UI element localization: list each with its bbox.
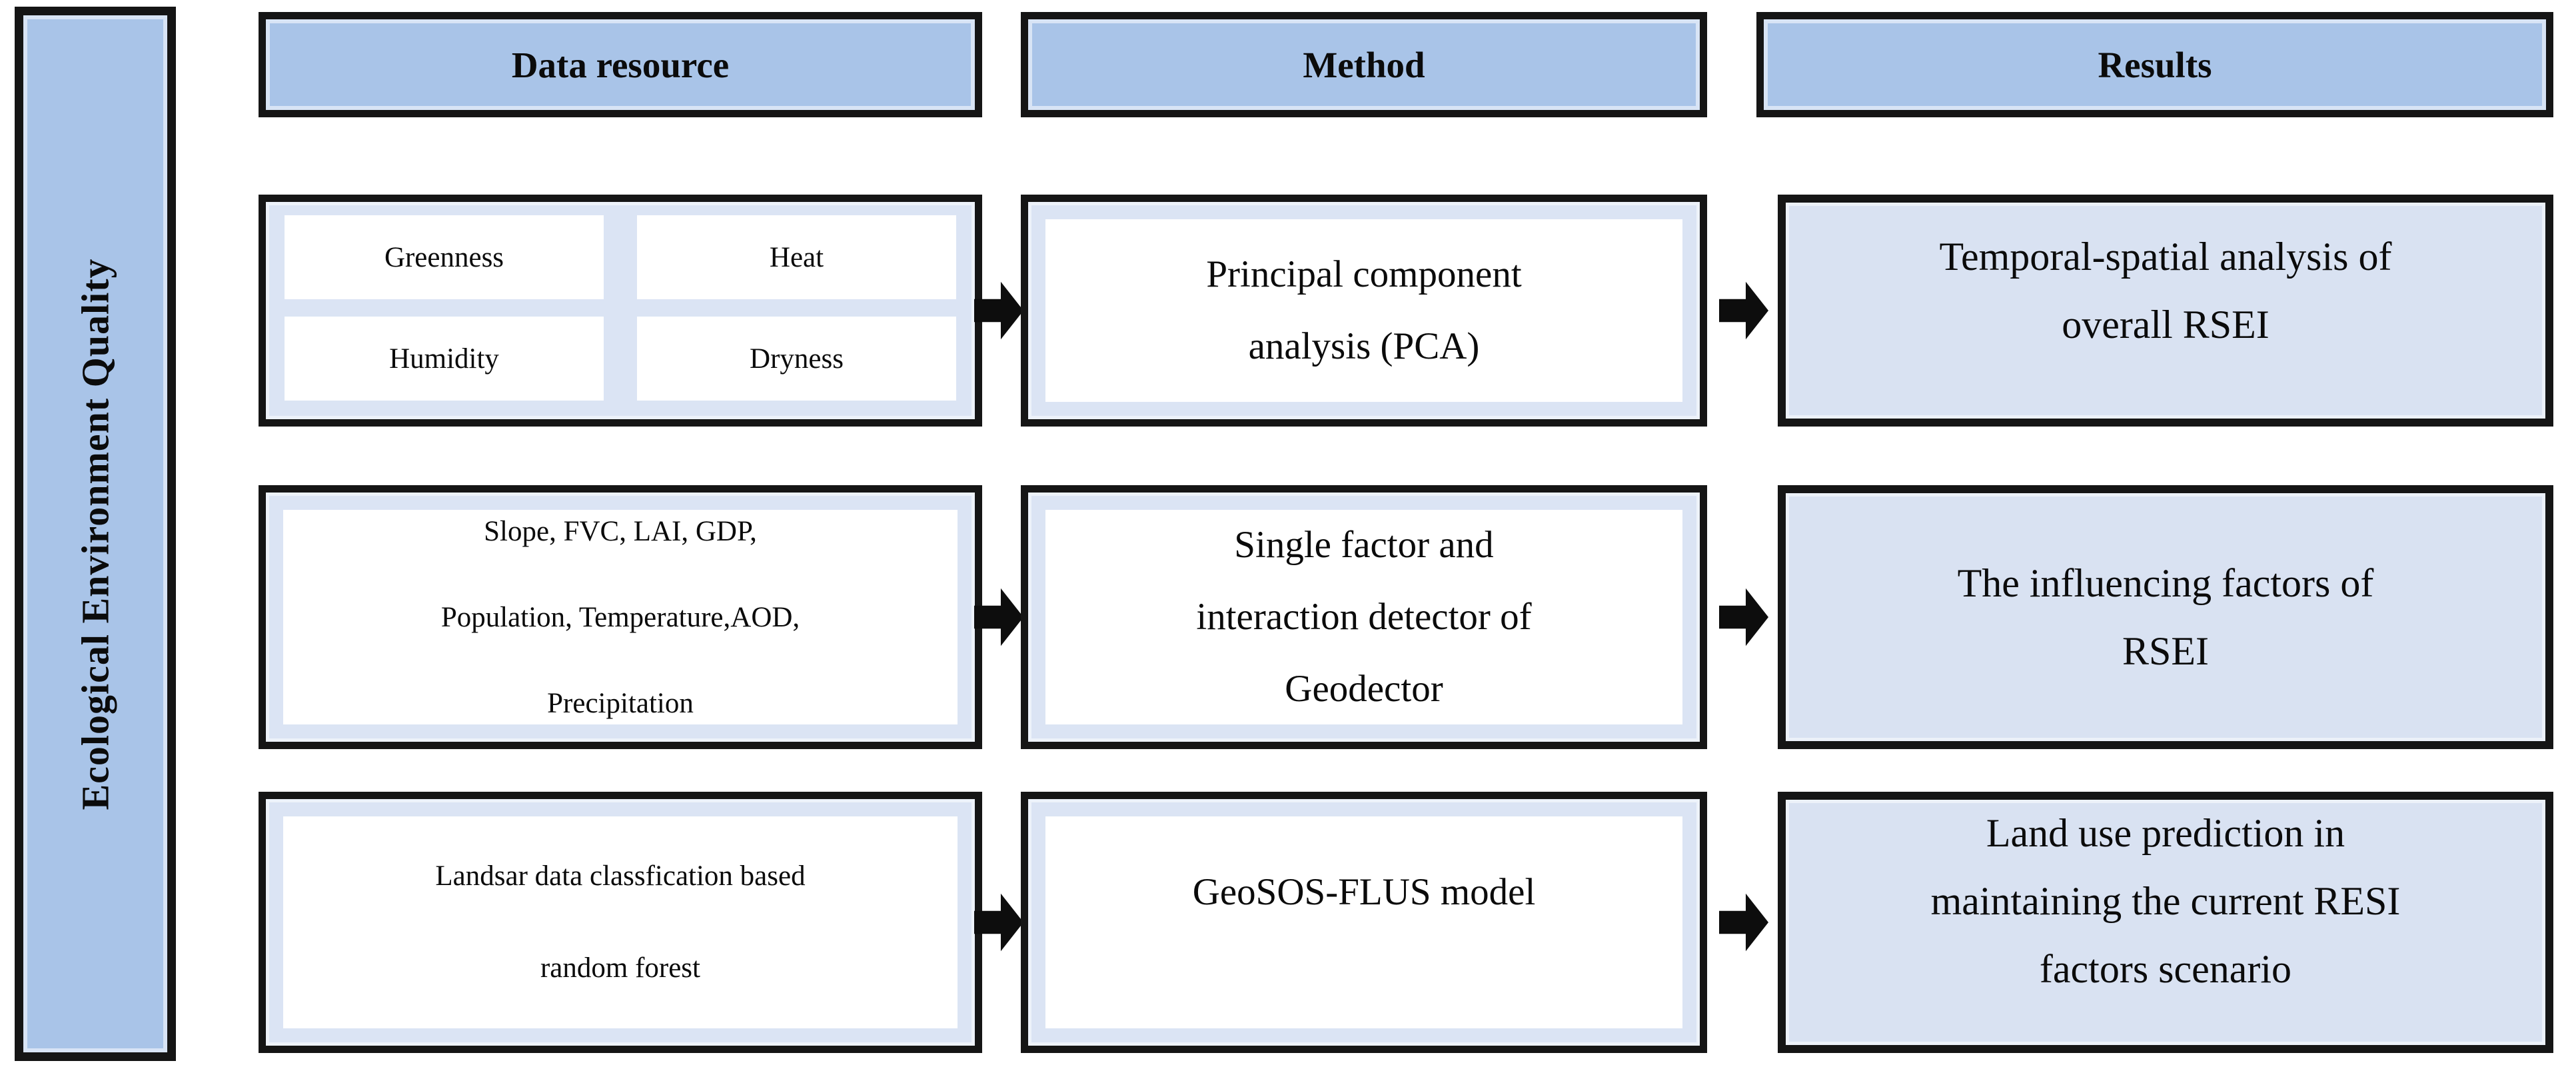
row2-data-panel: Slope, FVC, LAI, GDP,Population, Tempera… (283, 510, 958, 724)
indicator-greenness: Greenness (285, 215, 604, 299)
row3-method-box: GeoSOS-FLUS model (1021, 792, 1707, 1053)
indicator-humidity: Humidity (285, 317, 604, 401)
sidebar-ecological-environment-quality: Ecological Environment Quality (15, 7, 176, 1061)
row3-method-panel: GeoSOS-FLUS model (1045, 816, 1682, 1028)
column-header-results-label: Results (2098, 44, 2212, 85)
row1-indicator-grid: Greenness Heat Humidity Dryness (285, 215, 956, 401)
arrow-right-icon (1719, 281, 1768, 340)
row3-method-label: GeoSOS-FLUS model (1192, 870, 1536, 913)
column-header-data-resource-label: Data resource (511, 44, 730, 85)
arrow-right-icon (1719, 588, 1768, 646)
column-header-method: Method (1021, 12, 1707, 117)
row2-data-label: Slope, FVC, LAI, GDP,Population, Tempera… (440, 515, 800, 719)
column-header-method-label: Method (1303, 44, 1425, 85)
indicator-dryness: Dryness (637, 317, 956, 401)
column-header-results: Results (1756, 12, 2553, 117)
arrow-right-icon (1719, 893, 1768, 952)
row1-data-resource-box: Greenness Heat Humidity Dryness (259, 195, 982, 427)
row2-data-resource-box: Slope, FVC, LAI, GDP,Population, Tempera… (259, 485, 982, 749)
indicator-heat: Heat (637, 215, 956, 299)
column-header-data-resource: Data resource (259, 12, 982, 117)
sidebar-label: Ecological Environment Quality (73, 257, 117, 810)
